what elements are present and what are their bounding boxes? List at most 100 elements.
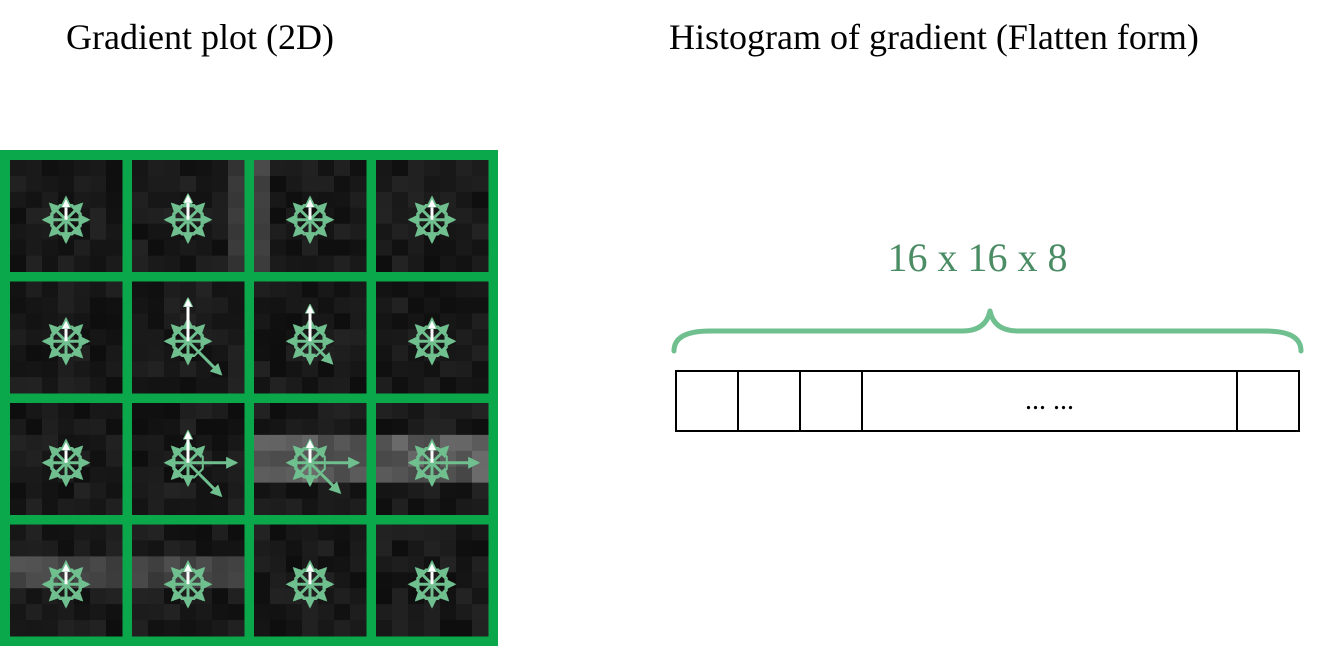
gradient-arrow: [414, 323, 434, 343]
histogram-bin: [1238, 370, 1300, 432]
gradient-arrow: [48, 218, 68, 238]
pixel-block: [180, 255, 197, 272]
pixel-block: [456, 361, 473, 378]
pixel-block: [392, 160, 409, 177]
gradient-octagon: [416, 568, 448, 601]
pixel-block: [228, 160, 245, 177]
pixel-block: [74, 361, 91, 378]
pixel-block: [376, 403, 393, 420]
pixel-block: [90, 482, 107, 500]
pixel-block: [106, 466, 123, 484]
pixel-block: [164, 175, 181, 193]
pixel-block: [456, 191, 473, 209]
pixel-block: [408, 403, 425, 420]
gradient-arrow: [430, 445, 450, 464]
pixel-block: [164, 255, 181, 272]
pixel-block: [42, 239, 59, 257]
pixel-block: [106, 498, 123, 515]
pixel-block: [180, 361, 197, 378]
gradient-arrow: [308, 218, 328, 238]
gradient-arrow: [292, 583, 312, 602]
pixel-block: [10, 498, 27, 515]
pixel-block: [472, 377, 489, 394]
pixel-block: [26, 418, 43, 436]
pixel-block: [440, 556, 457, 573]
pixel-block: [164, 361, 181, 378]
pixel-block: [286, 175, 303, 193]
pixel-block: [270, 620, 287, 637]
gradient-octagon: [172, 446, 204, 479]
pixel-block: [254, 345, 271, 362]
pixel-block: [148, 223, 165, 241]
pixel-block: [228, 345, 245, 362]
pixel-block: [270, 313, 287, 330]
gradient-arrow: [292, 218, 312, 238]
pixel-block: [376, 540, 393, 557]
pixel-block: [196, 239, 213, 257]
pixel-block: [456, 418, 473, 436]
pixel-block: [440, 418, 457, 436]
pixel-block: [90, 255, 107, 272]
pixel-block: [376, 450, 393, 468]
pixel-block: [440, 297, 457, 314]
pixel-block: [212, 223, 229, 241]
pixel-block: [212, 450, 229, 468]
pixel-block: [148, 361, 165, 378]
pixel-block: [392, 175, 409, 193]
pixel-block: [148, 588, 165, 605]
pixel-block: [26, 403, 43, 420]
pixel-block: [350, 160, 367, 177]
pixel-block: [42, 297, 59, 314]
pixel-block: [10, 418, 27, 436]
pixel-block: [472, 361, 489, 378]
gradient-cell: [10, 281, 123, 394]
pixel-block: [318, 297, 335, 314]
pixel-block: [228, 524, 245, 541]
pixel-block: [90, 540, 107, 557]
pixel-block: [270, 160, 287, 177]
pixel-block: [254, 361, 271, 378]
pixel-block: [254, 403, 271, 420]
gradient-arrow: [170, 340, 190, 359]
pixel-block: [196, 160, 213, 177]
pixel-block: [228, 361, 245, 378]
pixel-block: [90, 361, 107, 378]
pixel-block: [440, 191, 457, 209]
pixel-block: [10, 450, 27, 468]
pixel-block: [472, 403, 489, 420]
pixel-block: [318, 434, 335, 452]
pixel-block: [270, 450, 287, 468]
pixel-block: [350, 466, 367, 484]
gradient-arrow: [48, 202, 68, 221]
pixel-block: [164, 281, 181, 298]
pixel-block: [106, 588, 123, 605]
pixel-block: [270, 239, 287, 257]
pixel-block: [10, 377, 27, 394]
pixel-block: [10, 540, 27, 557]
pixel-block: [10, 297, 27, 314]
pixel-block: [228, 450, 245, 468]
gradient-arrow: [186, 218, 206, 238]
pixel-block: [456, 255, 473, 272]
pixel-block: [58, 297, 75, 314]
pixel-block: [106, 450, 123, 468]
pixel-block: [132, 540, 149, 557]
pixel-block: [228, 207, 245, 225]
gradient-arrow: [414, 445, 434, 464]
gradient-cell: [132, 403, 245, 515]
pixel-block: [456, 498, 473, 515]
pixel-block: [90, 329, 107, 346]
pixel-block: [196, 540, 213, 557]
pixel-block: [180, 175, 197, 193]
pixel-block: [106, 239, 123, 257]
pixel-block: [302, 281, 319, 298]
gradient-cell: [376, 403, 489, 515]
pixel-block: [392, 377, 409, 394]
pixel-block: [148, 207, 165, 225]
gradient-arrow: [430, 218, 450, 238]
pixel-block: [228, 191, 245, 209]
pixel-block: [164, 482, 181, 500]
pixel-block: [228, 223, 245, 241]
pixel-block: [148, 313, 165, 330]
pixel-block: [90, 223, 107, 241]
